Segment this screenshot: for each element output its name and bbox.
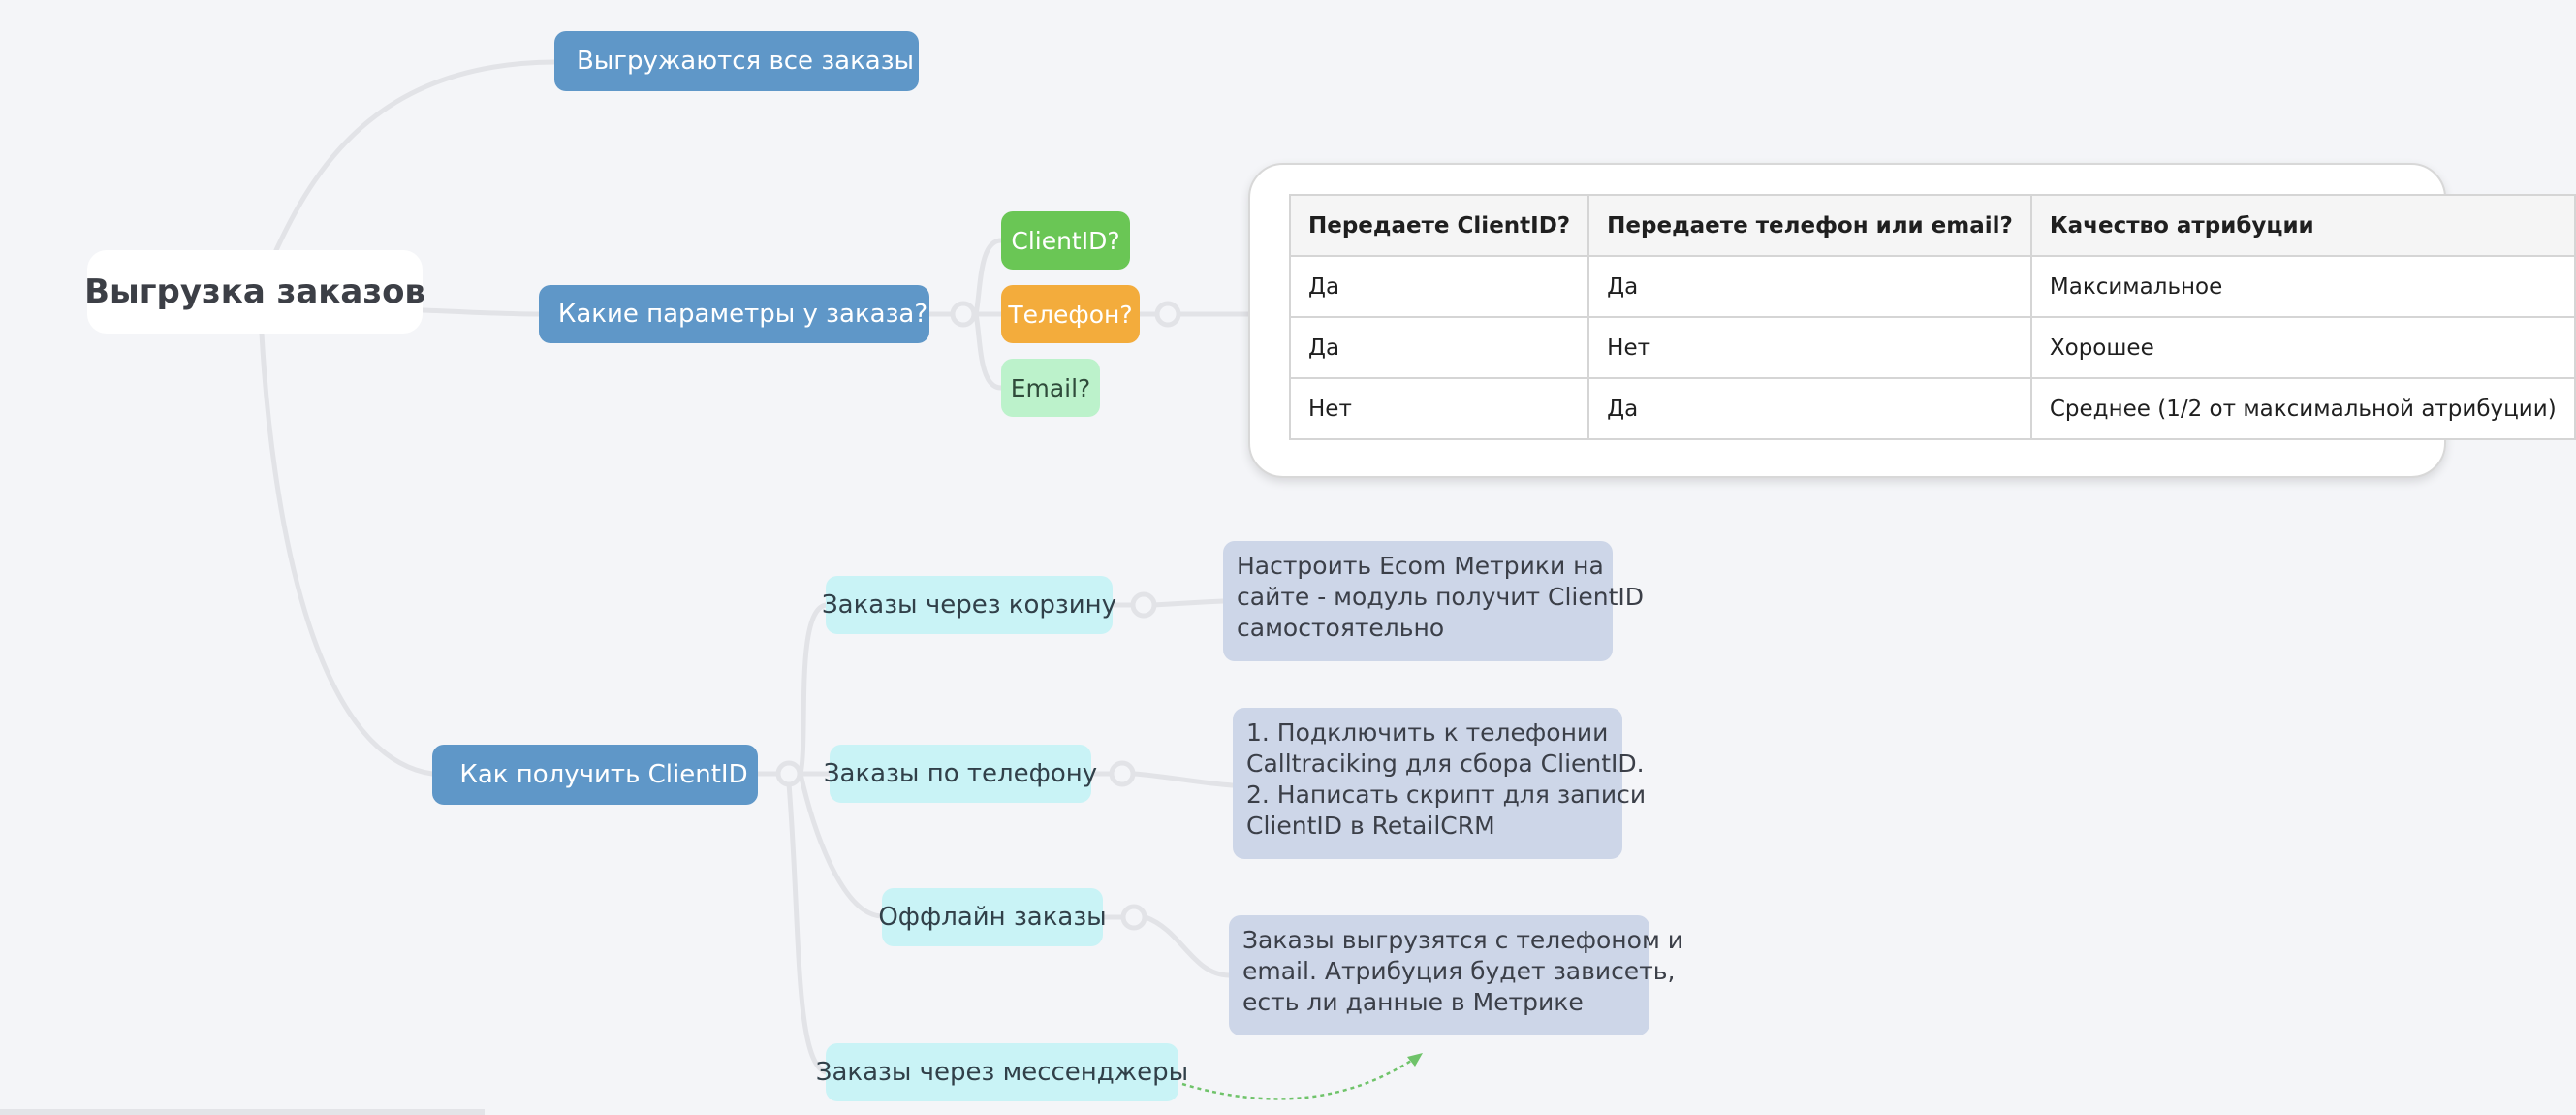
note-line: есть ли данные в Метрике	[1242, 988, 1584, 1016]
note-offline-orders[interactable]: Заказы выгрузятся с телефоном и email. А…	[1229, 915, 1684, 1035]
node-all-orders[interactable]: Выгружаются все заказы	[554, 31, 919, 91]
note-line: сайте - модуль получит ClientID	[1237, 583, 1645, 611]
attribution-table: Передаете ClientID? Передаете телефон ил…	[1288, 194, 2576, 440]
table-row: Да Нет Хорошее	[1288, 316, 2576, 379]
table-cell: Нет	[1587, 316, 2032, 379]
table-header-cell: Качество атрибуции	[2029, 194, 2576, 257]
tag-email[interactable]: Email?	[1001, 359, 1100, 417]
node-get-clientid[interactable]: Как получить ClientID	[432, 745, 758, 805]
table-row: Нет Да Среднее (1/2 от максимальной атри…	[1288, 377, 2576, 440]
note-line: Заказы выгрузятся с телефоном и	[1242, 926, 1684, 954]
connector-dot	[1130, 591, 1157, 619]
table-header-cell: Передаете ClientID?	[1288, 194, 1590, 257]
connector-lines	[259, 59, 1423, 1100]
node-cart-orders[interactable]: Заказы через корзину	[822, 576, 1116, 634]
relation-arrow	[1181, 1055, 1418, 1100]
node-cart-orders-label: Заказы через корзину	[821, 590, 1117, 620]
node-messenger-orders[interactable]: Заказы через мессенджеры	[816, 1043, 1188, 1101]
node-offline-orders-label: Оффлайн заказы	[878, 903, 1107, 932]
table-cell: Среднее (1/2 от максимальной атрибуции)	[2029, 377, 2576, 440]
note-line: 1. Подключить к телефонии	[1246, 718, 1609, 747]
table-cell: Максимальное	[2029, 255, 2576, 318]
connector-dot	[775, 760, 802, 787]
relation-arrowhead	[1407, 1053, 1423, 1067]
note-line: 2. Написать скрипт для записи	[1246, 780, 1647, 809]
table-cell: Да	[1587, 377, 2032, 440]
node-messenger-orders-label: Заказы через мессенджеры	[815, 1058, 1189, 1087]
node-all-orders-label: Выгружаются все заказы	[576, 47, 915, 76]
connector-dot	[1120, 904, 1147, 931]
table-cell: Нет	[1288, 377, 1590, 440]
tag-phone[interactable]: Телефон?	[1001, 285, 1140, 343]
node-offline-orders[interactable]: Оффлайн заказы	[878, 888, 1107, 946]
node-phone-orders-label: Заказы по телефону	[823, 759, 1098, 788]
table-cell: Хорошее	[2029, 316, 2576, 379]
tag-clientid[interactable]: ClientID?	[1001, 211, 1130, 270]
note-line: самостоятельно	[1237, 614, 1445, 642]
table-cell: Да	[1288, 255, 1590, 318]
canvas-bottom-strip	[0, 1109, 485, 1115]
node-order-params-label: Какие параметры у заказа?	[557, 300, 928, 329]
node-phone-orders[interactable]: Заказы по телефону	[824, 745, 1097, 803]
root-node[interactable]: Выгрузка заказов	[84, 250, 425, 334]
table-header-row: Передаете ClientID? Передаете телефон ил…	[1288, 194, 2576, 257]
table-cell: Да	[1587, 255, 2032, 318]
note-line: Calltraciking для сбора ClientID.	[1246, 749, 1645, 778]
table-header-cell: Передаете телефон или email?	[1587, 194, 2032, 257]
tag-email-label: Email?	[1010, 373, 1091, 402]
note-cart-orders[interactable]: Настроить Ecom Метрики на сайте - модуль…	[1223, 541, 1645, 661]
node-order-params[interactable]: Какие параметры у заказа?	[539, 285, 929, 343]
node-get-clientid-label: Как получить ClientID	[459, 760, 748, 789]
attribution-table-card: Передаете ClientID? Передаете телефон ил…	[1248, 163, 2576, 478]
table-cell: Да	[1288, 316, 1590, 379]
note-line: ClientID в RetailCRM	[1246, 812, 1495, 840]
table-row: Да Да Максимальное	[1288, 255, 2576, 318]
note-line: email. Атрибуция будет зависеть,	[1242, 957, 1676, 985]
tag-clientid-label: ClientID?	[1011, 226, 1120, 255]
connector-dot	[950, 301, 977, 328]
note-line: Настроить Ecom Метрики на	[1237, 552, 1604, 580]
tag-phone-label: Телефон?	[1008, 300, 1133, 329]
connector-dot	[1109, 760, 1136, 787]
note-phone-orders[interactable]: 1. Подключить к телефонии Calltraciking …	[1233, 708, 1647, 859]
root-label: Выгрузка заказов	[84, 272, 425, 311]
connector-dot	[1154, 301, 1181, 328]
